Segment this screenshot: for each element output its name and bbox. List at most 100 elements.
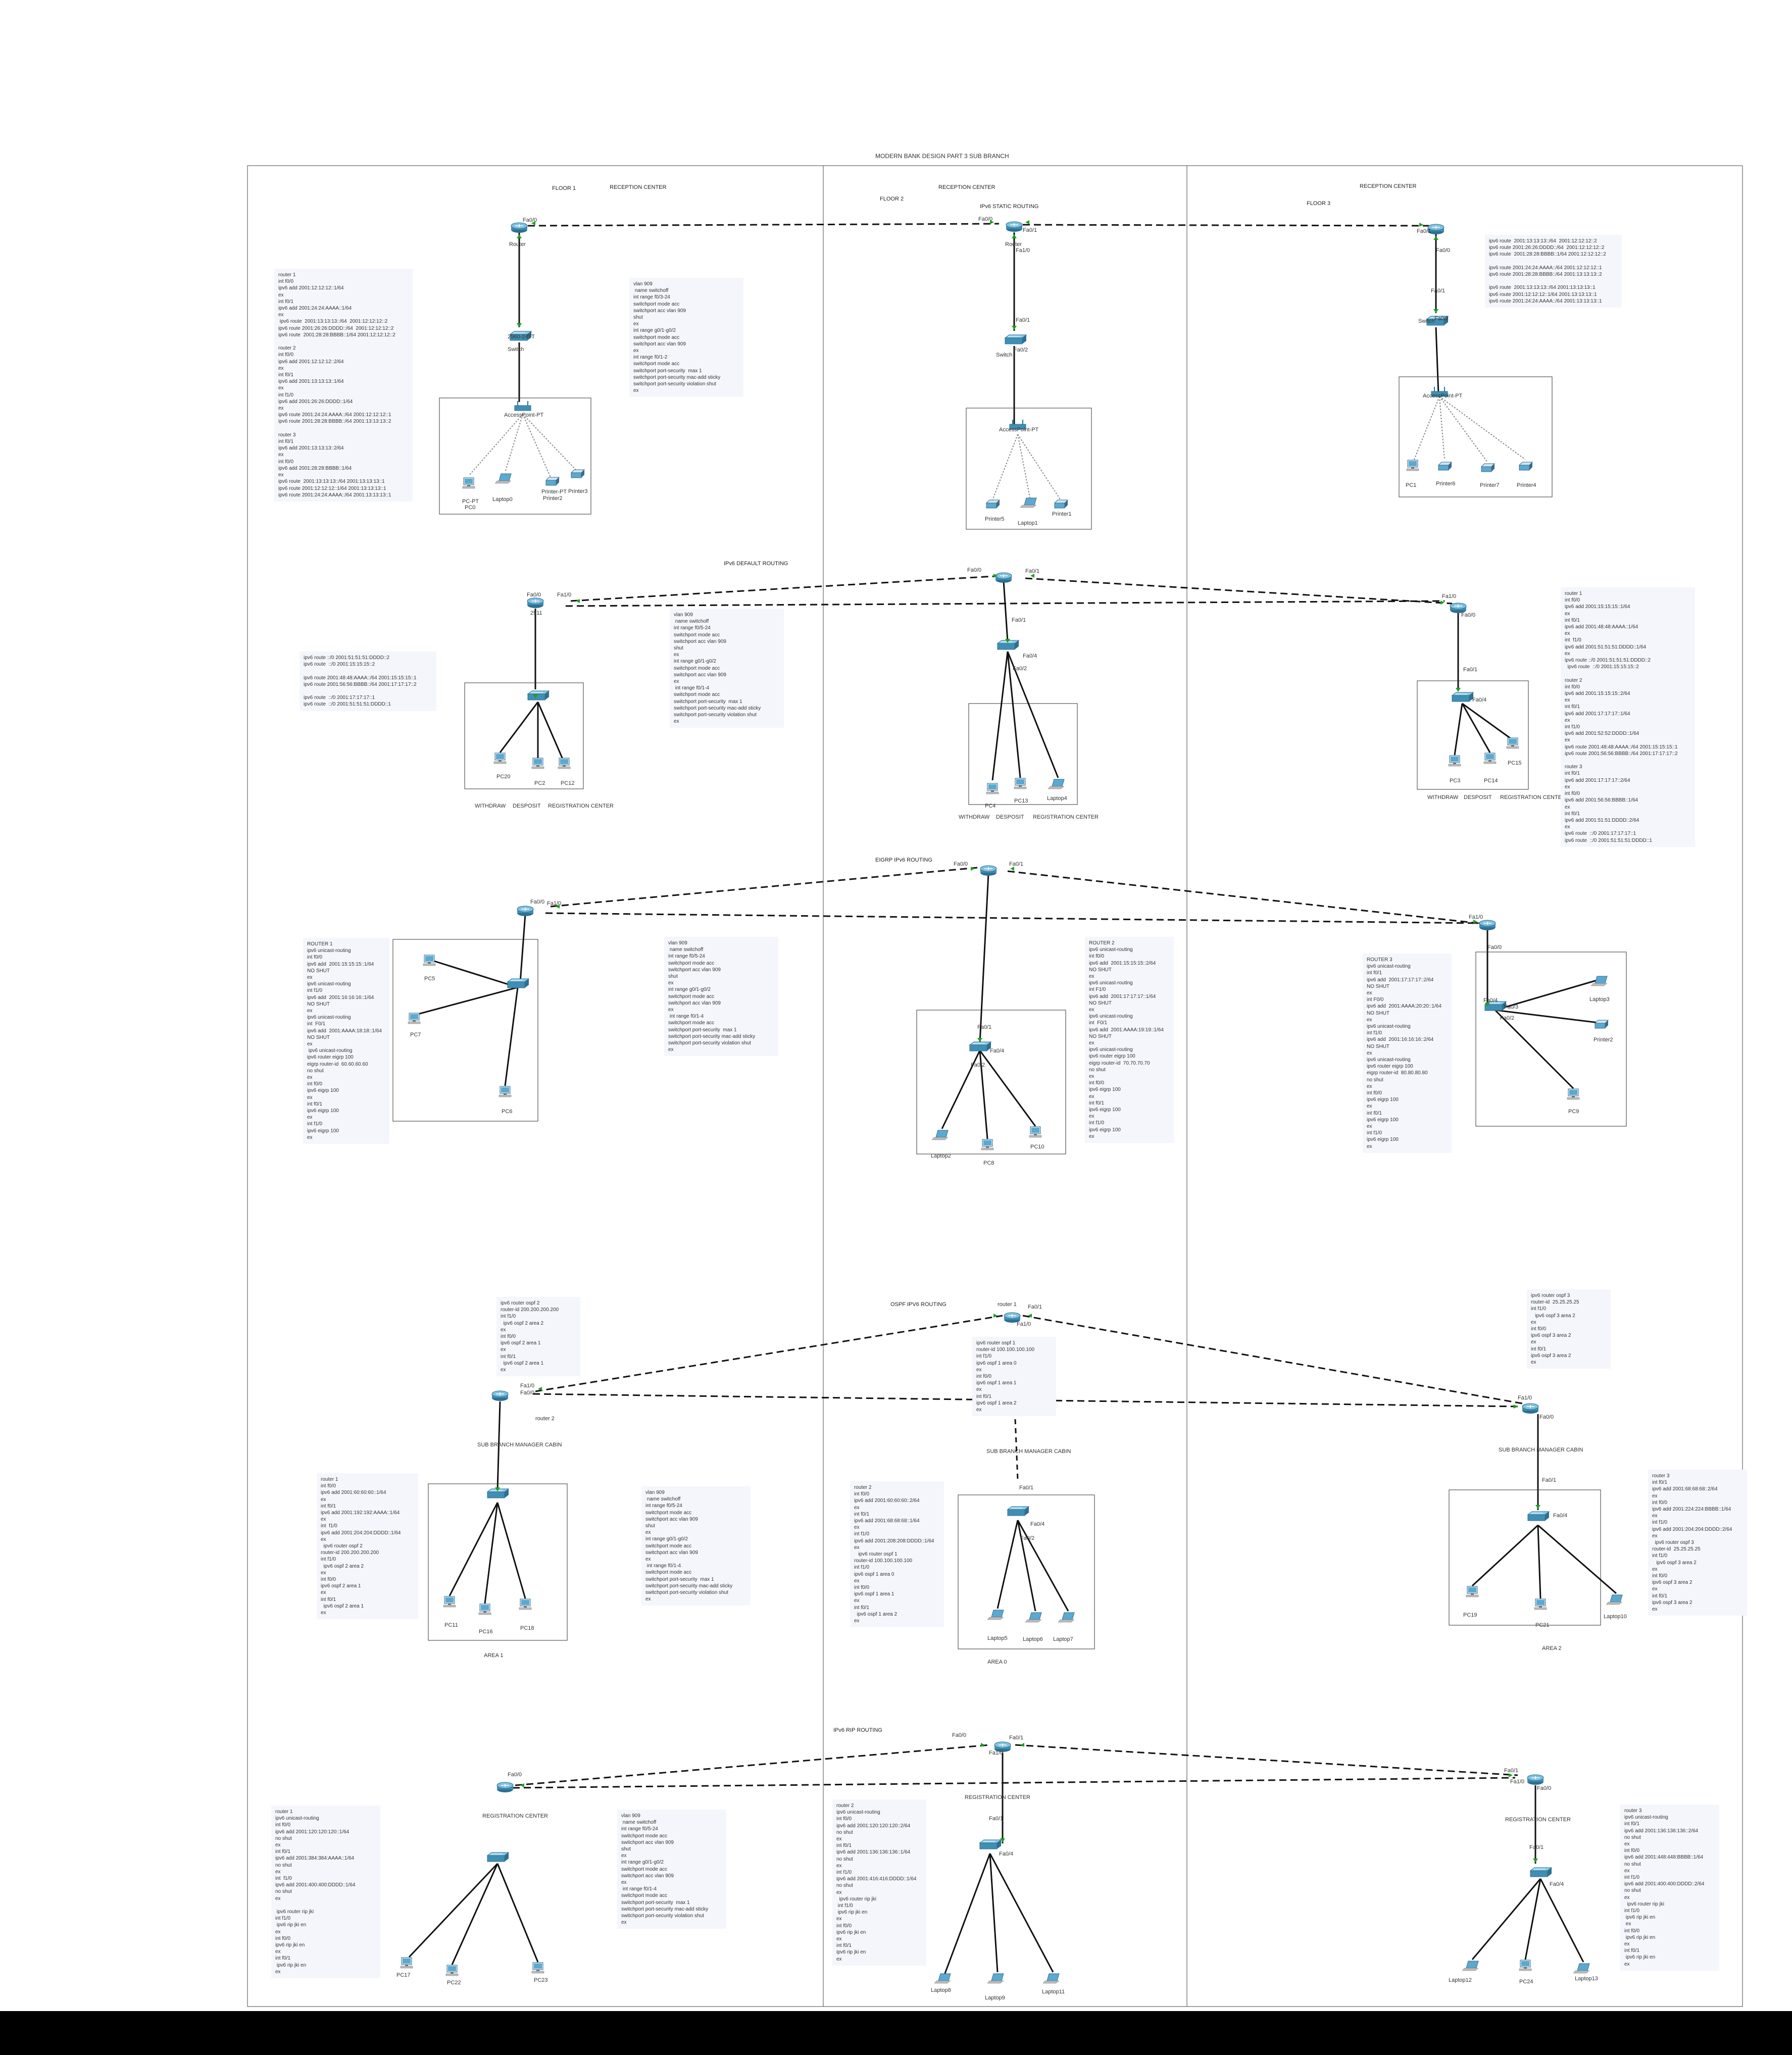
laptop9-label: Laptop9 — [985, 1995, 1005, 2001]
port-label: Fa1/0 — [1518, 1395, 1532, 1401]
registration-center-label: REGISTRATION CENTER — [1505, 1817, 1571, 1823]
port-label: Fa0/2 — [1434, 316, 1449, 322]
diagram-frame — [247, 165, 1743, 2007]
port-label: Fa0/1 — [1016, 317, 1030, 323]
printer1-label: Printer1 — [1052, 511, 1072, 517]
eigrp-routing-title: EIGRP IPv6 ROUTING — [875, 857, 932, 863]
port-label: Fa0/0 — [1436, 247, 1451, 254]
pc-type-label: PC-PT — [462, 498, 479, 505]
static-routing-section — [439, 221, 1553, 530]
area-1-label: AREA 1 — [484, 1652, 504, 1659]
port-label: Fa0/4 — [1553, 1513, 1568, 1519]
port-label: Fa0/3 — [1504, 1004, 1519, 1010]
printer7-label: Printer7 — [1480, 482, 1500, 488]
area-2-label: AREA 2 — [1542, 1645, 1562, 1651]
port-label: Fa0/1 — [1542, 1477, 1557, 1483]
port-label: Fa1/0 — [520, 1383, 535, 1389]
pc17-label: PC17 — [396, 1972, 411, 1978]
pc14-label: PC14 — [1484, 778, 1498, 784]
printer2-label: Printer2 — [543, 495, 563, 502]
withdraw-label: WITHDRAW — [1427, 794, 1459, 800]
port-label: Fa0/4 — [1483, 997, 1498, 1004]
port-label: Fa0/1 — [1019, 1485, 1034, 1491]
laptop3-label: Laptop3 — [1589, 996, 1610, 1003]
printer3-label: Printer3 — [568, 488, 588, 494]
printer2-label: Printer2 — [1594, 1037, 1613, 1043]
port-label: Fa0/0 — [954, 861, 968, 867]
pc3-label: PC3 — [1450, 778, 1461, 784]
laptop7-label: Laptop7 — [1053, 1636, 1073, 1642]
withdraw-label: WITHDRAW — [959, 814, 990, 820]
floor-1-label: FLOOR 1 — [552, 185, 576, 191]
static-vlan-config-note: vlan 909 name switchoff int range f0/3-2… — [629, 278, 743, 397]
port-label: Fa0/1 — [1009, 861, 1024, 867]
pc0-label: PC0 — [465, 505, 476, 511]
registration-center-label: REGISTRATION CENTER — [1033, 814, 1099, 820]
ospf-router-2-summary-note: ipv6 router ospf 2 router-id 200.200.200… — [496, 1297, 580, 1377]
static-router-routes-note: ipv6 route 2001:13:13:13::/64 2001:12:12… — [1485, 235, 1622, 308]
port-label: Fa0/4 — [1023, 653, 1037, 659]
reception-center-label-1: RECEPTION CENTER — [610, 184, 667, 190]
ap-label: AccessPoint-PT — [999, 427, 1039, 433]
link-status-indicators — [495, 220, 1540, 1863]
ap-label: AccessPoint-PT — [504, 412, 544, 418]
sub-branch-label-3: SUB BRANCH MANAGER CABIN — [1499, 1447, 1583, 1453]
port-label: Fa0/4 — [999, 1851, 1014, 1857]
ospf-router-3-config-note: router 3 int f0/1 ipv6 add 2001:68:68:68… — [1648, 1470, 1747, 1616]
laptop4-label: Laptop4 — [1047, 795, 1067, 801]
port-label: Fa1/0 — [1510, 1779, 1525, 1785]
router-2-label: router 2 — [535, 1416, 555, 1422]
port-label: Fa0/0 — [1487, 944, 1502, 950]
printer4-label: Printer4 — [1517, 482, 1536, 488]
sub-branch-label-2: SUB BRANCH MANAGER CABIN — [986, 1448, 1071, 1455]
port-label: Fa0/2 — [1014, 347, 1028, 353]
switch-model-label: 2960-24TT — [508, 334, 535, 340]
port-label: Fa0/1 — [1417, 228, 1431, 234]
switch-label: Switch — [508, 346, 524, 353]
printer-type-label: Printer-PT — [541, 489, 567, 495]
port-label: Fa0/0 — [530, 899, 545, 905]
pc20-label: PC20 — [496, 774, 511, 780]
port-label: Fa0/0 — [523, 217, 537, 223]
static-routing-title: IPv6 STATIC ROUTING — [980, 204, 1039, 210]
area-0-label: AREA 0 — [987, 1659, 1007, 1665]
eigrp-vlan-config-note: vlan 909 name switchoff int range f0/5-2… — [664, 937, 778, 1057]
rip-vlan-config-note: vlan 909 name switchoff int range f0/5-2… — [617, 1810, 726, 1929]
laptop13-label: Laptop13 — [1575, 1976, 1598, 1982]
port-label: Fa0/1 — [1009, 1735, 1024, 1741]
port-label: Fa0/1 — [1529, 1844, 1544, 1850]
desposit-label: DESPOSIT — [996, 814, 1024, 820]
port-label: Fa0/2 — [1500, 1015, 1515, 1021]
laptop11-label: Laptop11 — [1042, 1989, 1065, 1995]
desposit-label: DESPOSIT — [513, 803, 541, 809]
pc4-label: PC4 — [985, 803, 996, 809]
ospf-routing-title: OSPF IPV6 ROUTING — [890, 1301, 947, 1308]
laptop6-label: Laptop6 — [1023, 1636, 1043, 1642]
ospf-router-1-config-note: router 1 int f0/0 ipv6 add 2001:60:60:60… — [317, 1473, 418, 1620]
port-label: Fa0/1 — [1025, 568, 1040, 574]
pc8-label: PC8 — [983, 1160, 994, 1166]
port-label: Fa0/4 — [990, 1048, 1005, 1054]
default-routing-title: IPv6 DEFAULT ROUTING — [724, 561, 788, 567]
registration-center-label: REGISTRATION CENTER — [482, 1813, 548, 1819]
port-label: Fa0/1 — [1028, 1304, 1042, 1310]
port-label: Fa1/0 — [557, 592, 572, 598]
ospf-router-3-summary-note: ipv6 router ospf 3 router-id 25.25.25.25… — [1527, 1289, 1611, 1369]
port-label: Fa0/0 — [527, 592, 541, 598]
pc18-label: PC18 — [520, 1625, 534, 1631]
port-label: Fa0/0 — [1461, 612, 1476, 618]
port-label: Fa0/1 — [977, 1024, 992, 1030]
floor-3-label: FLOOR 3 — [1307, 201, 1331, 207]
default-routers-config-note: router 1 int f0/0 ipv6 add 2001:15:15:15… — [1561, 587, 1695, 847]
pc9-label: PC9 — [1568, 1109, 1579, 1115]
port-label: Fa0/0 — [967, 567, 982, 573]
laptop5-label: Laptop5 — [987, 1635, 1008, 1641]
eigrp-routing-section — [392, 865, 1627, 1155]
router-1-label: router 1 — [998, 1301, 1017, 1308]
port-label: Fa0/1 — [1504, 1768, 1519, 1774]
port-label: Fa1/0 — [1016, 247, 1030, 254]
switch-label: Switch — [1418, 318, 1435, 324]
registration-center-label: REGISTRATION CENTER — [965, 1794, 1030, 1800]
port-label: Fa1/0 — [1442, 593, 1457, 599]
